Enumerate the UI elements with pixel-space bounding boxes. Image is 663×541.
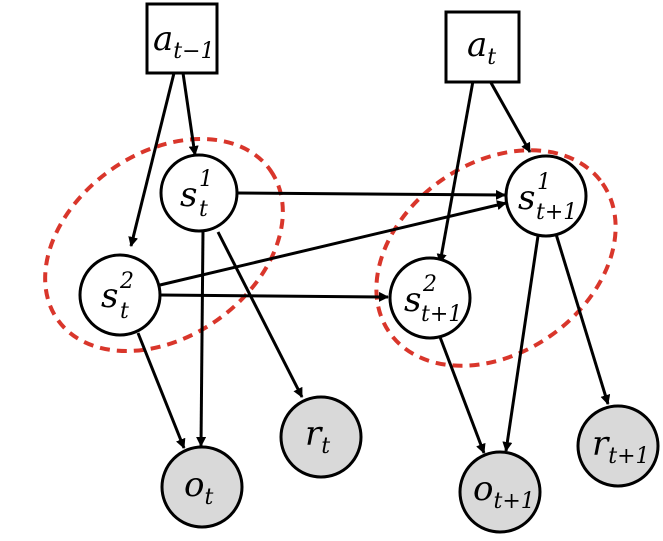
node-a-t: at — [444, 10, 521, 84]
svg-text:rt+1: rt+1 — [592, 424, 650, 469]
node-o-t-sub: t — [204, 485, 213, 510]
edge-s1t-rt — [216, 231, 304, 398]
node-s2-t: s 2 t — [78, 253, 162, 337]
state-group-t1-outline — [374, 148, 618, 368]
edge-s2next-onext — [438, 336, 486, 454]
node-s2-next-base: s — [404, 280, 421, 320]
svg-text:at: at — [467, 25, 496, 70]
svg-text:rt: rt — [305, 414, 330, 459]
node-s1-t-sup: 1 — [199, 167, 213, 192]
node-s1-next-sup: 1 — [537, 170, 551, 195]
node-s2-t-sup: 2 — [119, 269, 134, 294]
edge-at-s2next — [436, 80, 475, 264]
edge-s1t-ot — [196, 229, 207, 447]
node-s2-next-sup: 2 — [422, 272, 437, 297]
node-s2-next-sub: t+1 — [421, 302, 462, 327]
node-r-t-base: r — [305, 414, 323, 454]
node-s2-t-base: s — [101, 276, 118, 316]
node-a-t-base: a — [467, 25, 487, 65]
node-o-next: ot+1 — [458, 450, 542, 534]
node-o-t-base: o — [184, 465, 204, 505]
edge-aprev-s1t — [181, 72, 199, 156]
node-s1-next-sub: t+1 — [536, 200, 577, 225]
node-s1-next-base: s — [518, 178, 535, 218]
node-o-next-sub: t+1 — [493, 489, 534, 514]
node-r-next: rt+1 — [576, 404, 660, 488]
node-a-t-sub: t — [487, 45, 496, 70]
svg-text:ot: ot — [184, 465, 213, 510]
svg-text:at−1: at−1 — [153, 19, 215, 64]
node-o-next-base: o — [473, 469, 493, 509]
edge-s1next-rnext — [554, 233, 611, 405]
edge-s2t-s2next — [159, 291, 389, 302]
node-s2-next: s 2 t+1 — [388, 256, 472, 340]
node-s1-t: s 1 t — [159, 153, 239, 233]
node-a-prev: at−1 — [145, 2, 219, 75]
node-s1-t-base: s — [180, 175, 197, 215]
svg-text:ot+1: ot+1 — [473, 469, 535, 514]
node-a-prev-base: a — [153, 19, 173, 59]
edge-s2t-s1next — [159, 200, 507, 287]
edge-aprev-s2t — [128, 72, 176, 247]
node-o-t: ot — [160, 445, 244, 529]
node-r-t-sub: t — [321, 434, 330, 459]
node-a-prev-sub: t−1 — [173, 39, 214, 64]
edges — [128, 72, 611, 454]
edge-s2t-ot — [136, 332, 186, 449]
node-r-next-sub: t+1 — [608, 444, 649, 469]
edge-at-s1next — [488, 80, 532, 153]
node-s1-next: s 1 t+1 — [504, 154, 588, 238]
state-group-t-outline — [43, 136, 285, 354]
node-r-next-base: r — [592, 424, 610, 464]
node-s1-t-sub: t — [199, 197, 208, 222]
edge-s1next-onext — [502, 235, 540, 452]
node-r-t: rt — [279, 395, 363, 479]
edge-s1t-s1next — [236, 189, 506, 200]
node-s2-t-sub: t — [120, 299, 129, 324]
